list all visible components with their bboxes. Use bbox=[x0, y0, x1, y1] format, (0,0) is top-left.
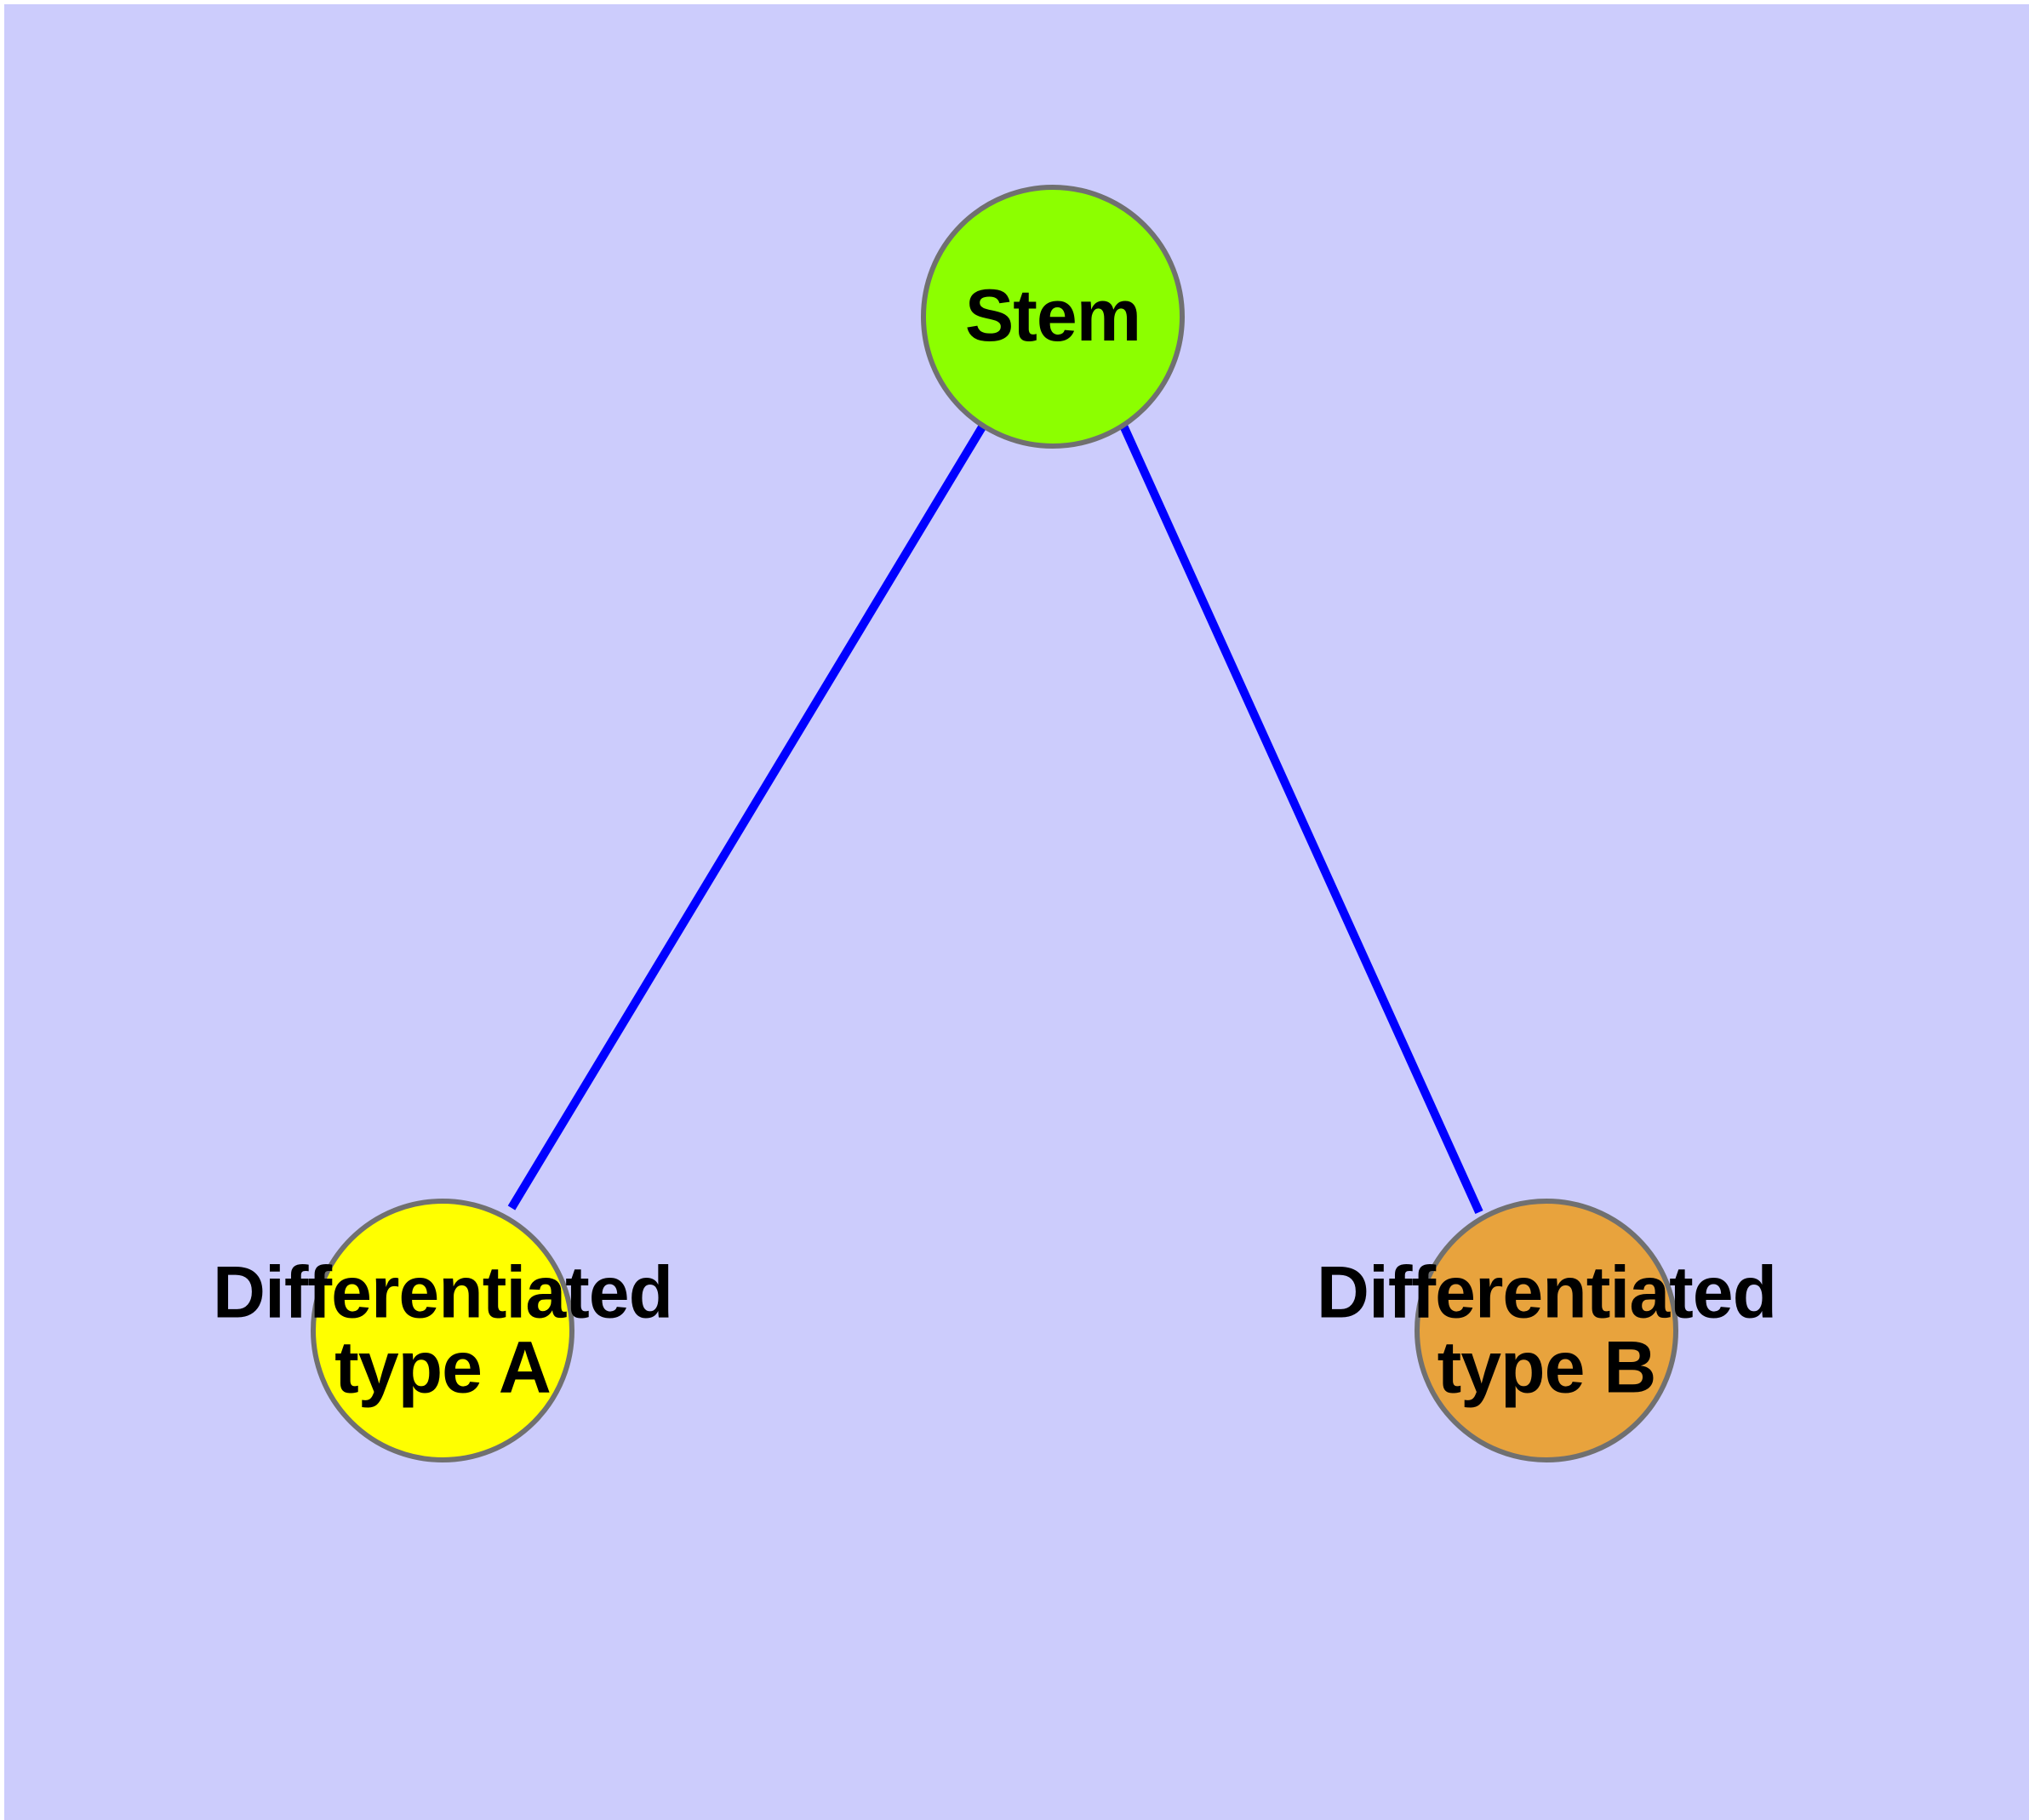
edge-layer bbox=[507, 423, 1483, 1215]
node-diff-b-circle[interactable] bbox=[1415, 1199, 1678, 1462]
node-layer bbox=[311, 185, 1678, 1462]
node-diff-a-circle[interactable] bbox=[311, 1199, 574, 1462]
edge-stem-to-diff-a bbox=[507, 423, 987, 1210]
edge-stem-to-diff-b bbox=[1119, 423, 1483, 1215]
node-stem-circle[interactable] bbox=[921, 185, 1185, 449]
